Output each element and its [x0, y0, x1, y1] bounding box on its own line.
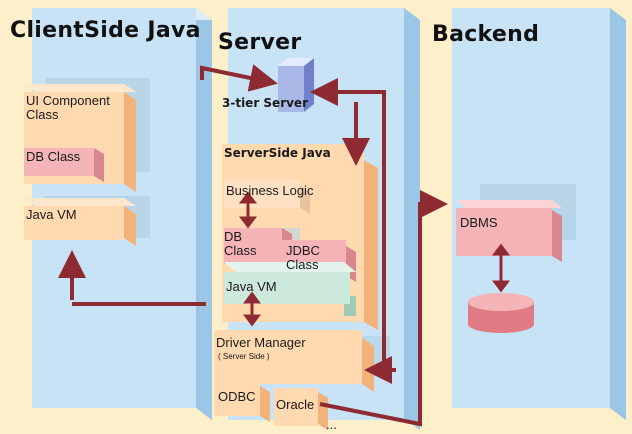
java-vm-server-box — [224, 262, 356, 316]
oracle-label: Oracle — [276, 397, 315, 412]
more-drivers-label: ... — [326, 417, 337, 432]
dbms-box — [456, 184, 576, 262]
server-java-vm-label: Java VM — [226, 279, 277, 294]
serverside-java-label: ServerSide Java — [224, 146, 331, 160]
business-logic-label: Business Logic — [226, 183, 314, 198]
backend-column-title: Backend — [432, 22, 540, 47]
jdbc-class-label: JDBC Class — [286, 243, 320, 272]
server-column-title: Server — [218, 30, 302, 55]
driver-manager-box — [214, 330, 390, 392]
flow-arrows — [58, 64, 448, 427]
driver-manager-label: Driver Manager — [216, 335, 306, 350]
server-db-class-label: DB Class — [224, 229, 257, 258]
database-cylinder-icon — [468, 293, 534, 333]
arrow-client-to-server — [200, 64, 278, 92]
three-tier-server-label: 3-tier Server — [222, 96, 308, 110]
dbms-label: DBMS — [460, 215, 498, 230]
client-java-vm-label: Java VM — [26, 207, 77, 222]
arrow-return-to-server — [310, 78, 386, 370]
arrow-oracle-to-dbms — [319, 190, 448, 427]
oracle-box — [274, 388, 328, 430]
odbc-box — [214, 382, 270, 422]
odbc-label: ODBC — [218, 389, 256, 404]
business-logic-box — [224, 180, 310, 214]
client-java-vm-box — [24, 196, 150, 246]
client-db-class-box — [24, 148, 104, 182]
client-db-class-label: DB Class — [26, 149, 81, 164]
double-arrows — [239, 191, 510, 327]
driver-manager-sublabel: ( Server Side ) — [218, 352, 270, 361]
ui-component-label: UI Component Class — [26, 93, 110, 122]
client-column-title: ClientSide Java — [10, 18, 201, 43]
